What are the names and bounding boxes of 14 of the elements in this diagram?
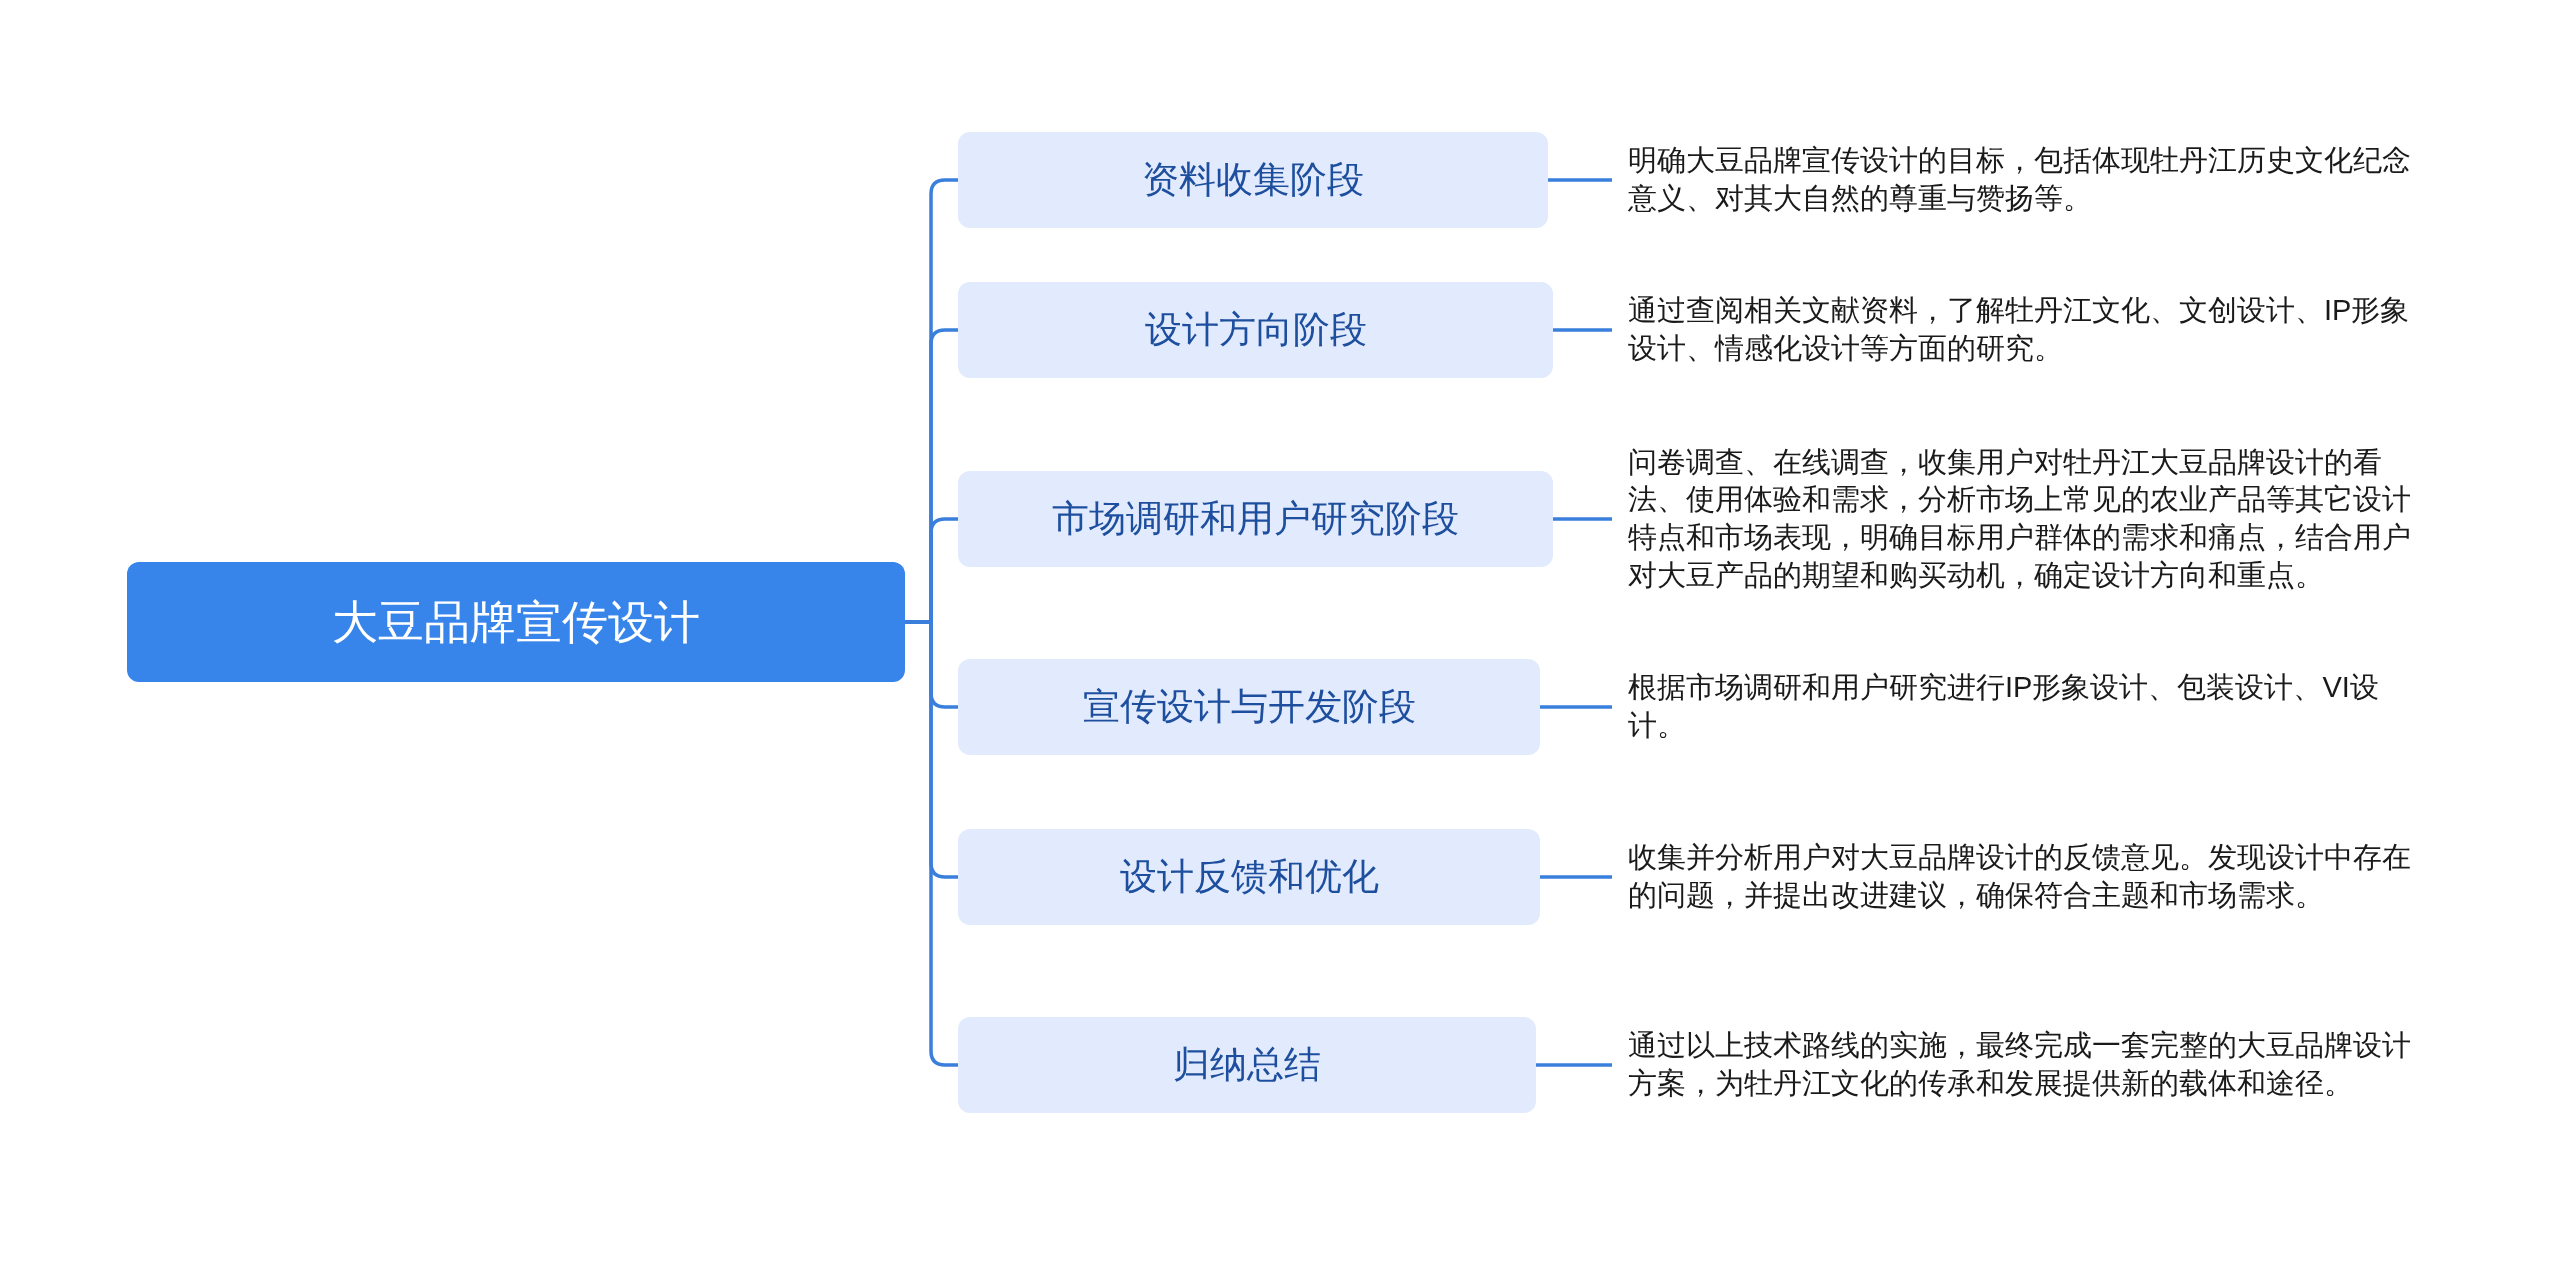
- stage-box: 设计反馈和优化: [958, 829, 1540, 925]
- root-topic-box: 大豆品牌宣传设计: [127, 562, 905, 682]
- stage-box: 归纳总结: [958, 1017, 1536, 1113]
- connector-line: [1553, 517, 1612, 521]
- stage-box: 市场调研和用户研究阶段: [958, 471, 1553, 567]
- stage-box: 设计方向阶段: [958, 282, 1553, 378]
- connector-line: [1540, 705, 1612, 709]
- connector-line: [1540, 875, 1612, 879]
- stage-box: 宣传设计与开发阶段: [958, 659, 1540, 755]
- connector-line: [905, 620, 958, 1067]
- connector-line: [1536, 1063, 1612, 1067]
- connector-line: [1553, 328, 1612, 332]
- connector-line: [1548, 178, 1612, 182]
- stage-box: 资料收集阶段: [958, 132, 1548, 228]
